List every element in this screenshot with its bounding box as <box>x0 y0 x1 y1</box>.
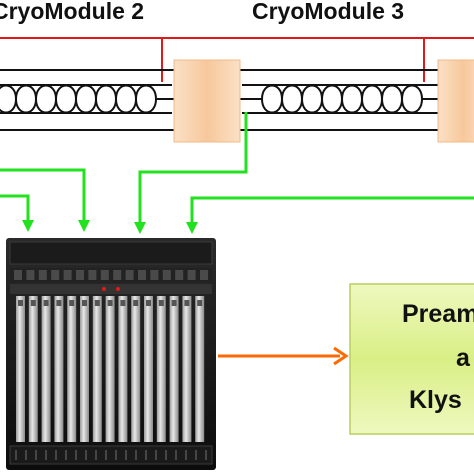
crate-card <box>28 296 38 442</box>
electronics-crate-icon <box>6 238 216 470</box>
cryomodule-2-title: CryoModule 2 <box>0 0 145 24</box>
crate-slot <box>76 270 84 280</box>
crate-card-handle <box>171 300 177 306</box>
power-coupler-icon <box>437 59 474 143</box>
crate-slot <box>100 270 109 280</box>
crate-card <box>156 296 166 442</box>
rf-line <box>0 37 474 82</box>
arrowhead-icon <box>78 220 90 232</box>
crate-card-handle <box>94 300 100 306</box>
power-coupler-icon <box>173 59 241 143</box>
crate-slot <box>150 270 159 280</box>
crate-card-handle <box>30 300 36 306</box>
arrowhead-icon <box>134 222 146 234</box>
crate-card <box>92 296 102 442</box>
crate-card-handle <box>18 300 23 306</box>
feedback-arrowheads <box>22 220 198 234</box>
crate-card <box>182 296 192 442</box>
crate-slot <box>162 270 171 280</box>
crate-card <box>67 296 77 442</box>
crate-slot <box>14 270 22 280</box>
crate-card <box>54 296 64 442</box>
crate-slot <box>200 270 208 280</box>
drive-arrow <box>218 346 349 366</box>
crate-slot <box>63 270 72 280</box>
arrowhead-icon <box>22 220 34 232</box>
crate-card-handle <box>184 300 190 306</box>
amplifier-box <box>349 283 474 435</box>
crate-slot <box>138 270 146 280</box>
crate-card <box>41 296 51 442</box>
crate-slot <box>51 270 60 280</box>
crate-slot <box>113 270 122 280</box>
crate-card-handle <box>56 300 62 306</box>
crate-slot-row <box>14 270 208 280</box>
amplifier-label-line-3: Klys <box>409 386 462 414</box>
crate-card-handle <box>146 300 151 306</box>
crate-card-handle <box>69 300 75 306</box>
arrowhead-icon <box>186 222 198 234</box>
crate-card <box>16 296 25 442</box>
crate-card <box>80 296 89 442</box>
crate-slot <box>38 270 47 280</box>
crate-slot <box>88 270 97 280</box>
crate-slot <box>125 270 134 280</box>
crate-card <box>195 296 205 442</box>
crate-card-handle <box>133 300 139 306</box>
crate-card-handle <box>107 300 113 306</box>
crate-card-handle <box>120 300 126 306</box>
crate-card <box>105 296 115 442</box>
crate-slot <box>187 270 196 280</box>
crate-card <box>131 296 141 442</box>
crate-card <box>144 296 153 442</box>
crate-vents <box>15 450 207 460</box>
crate-card <box>169 296 179 442</box>
amplifier-label-line-2: a <box>456 344 470 372</box>
crate-card-handle <box>43 300 49 306</box>
crate-slot <box>26 270 35 280</box>
crate-card <box>118 296 128 442</box>
crate-card-handle <box>158 300 164 306</box>
crate-slot <box>175 270 184 280</box>
cryomodule-3-title: CryoModule 3 <box>252 0 405 24</box>
cavity-coil-icon <box>0 84 174 114</box>
crate-cards <box>16 296 205 442</box>
crate-card-handle <box>82 300 87 306</box>
cavity-coil-icon <box>240 84 440 114</box>
amplifier-label-line-1: Pream <box>402 300 474 328</box>
crate-card-handle <box>197 300 203 306</box>
feedback-lines <box>0 112 474 224</box>
